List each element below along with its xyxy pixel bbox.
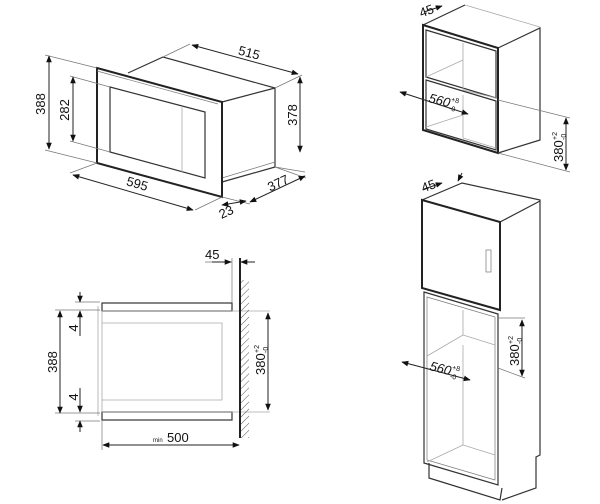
svg-text:380: 380: [253, 353, 268, 375]
dim-label-45: 45: [417, 1, 436, 20]
svg-text:+2: +2: [508, 336, 515, 344]
dim-label-380: 380 +2 -0: [551, 132, 568, 162]
upper-opening: [425, 29, 497, 99]
dim-label-560: 560 +8 -0: [427, 90, 460, 113]
oven-window: [109, 86, 206, 179]
dim-label-595: 595: [125, 173, 150, 193]
oven-niche: [423, 291, 499, 486]
svg-text:-0: -0: [561, 134, 568, 140]
svg-text:-0: -0: [449, 373, 457, 381]
top-rail: [101, 302, 233, 312]
svg-text:-0: -0: [263, 347, 270, 353]
svg-text:+2: +2: [254, 345, 261, 353]
svg-text:+2: +2: [552, 132, 559, 140]
dim-line-377: [249, 175, 306, 203]
svg-text:-0: -0: [517, 338, 524, 344]
dim-line-560: [399, 91, 469, 115]
dim-label-500: 500: [167, 430, 189, 445]
dim-label-560: 560 +8 -0: [428, 358, 461, 381]
oven-isometric-view: 388 282 515 378 595 377 23: [33, 43, 307, 222]
dim-label-380: 380 +2 -0: [253, 345, 270, 375]
lower-opening: [425, 79, 497, 151]
dim-label-380: 380 +2 -0: [507, 336, 524, 366]
svg-text:560: 560: [427, 90, 452, 110]
svg-text:560: 560: [428, 358, 453, 378]
svg-text:+8: +8: [451, 365, 461, 374]
svg-text:380: 380: [551, 140, 566, 162]
oven-section-view: 45 388 4 4 380 +2 -0 min 500: [45, 247, 271, 450]
dim-label-gap-top: 4: [66, 324, 81, 331]
tall-cabinet-view: 380 +2 -0 560 +8 -0 45: [401, 172, 541, 501]
wall-cabinet-view: 560 +8 -0 380 +2 -0 45: [399, 1, 571, 173]
bottom-rail: [101, 411, 233, 421]
dim-label-282: 282: [57, 99, 72, 121]
dim-label-45: 45: [419, 176, 438, 195]
cabinet-front: [422, 23, 499, 155]
oven-cavity-outline: [102, 322, 223, 401]
cabinet-door: [421, 198, 501, 312]
dim-label-378: 378: [285, 104, 300, 126]
svg-text:+8: +8: [450, 97, 460, 106]
dim-label-min: min: [153, 438, 163, 444]
dim-line-23: [221, 199, 247, 207]
dim-line-595: [72, 174, 194, 211]
dim-label-45: 45: [205, 247, 219, 262]
dim-line-515: [191, 43, 299, 76]
plinth: [428, 463, 503, 501]
dim-line-560: [401, 360, 471, 382]
svg-text:-0: -0: [448, 105, 456, 113]
dim-label-23: 23: [216, 202, 235, 222]
door-handle: [485, 249, 492, 273]
dim-label-515: 515: [237, 43, 262, 63]
dim-label-388: 388: [45, 351, 60, 373]
dim-label-377: 377: [265, 172, 291, 195]
dim-label-388: 388: [33, 93, 48, 115]
dim-label-gap-bottom: 4: [66, 393, 81, 400]
wall-hatching: [241, 280, 249, 438]
svg-text:380: 380: [507, 344, 522, 366]
